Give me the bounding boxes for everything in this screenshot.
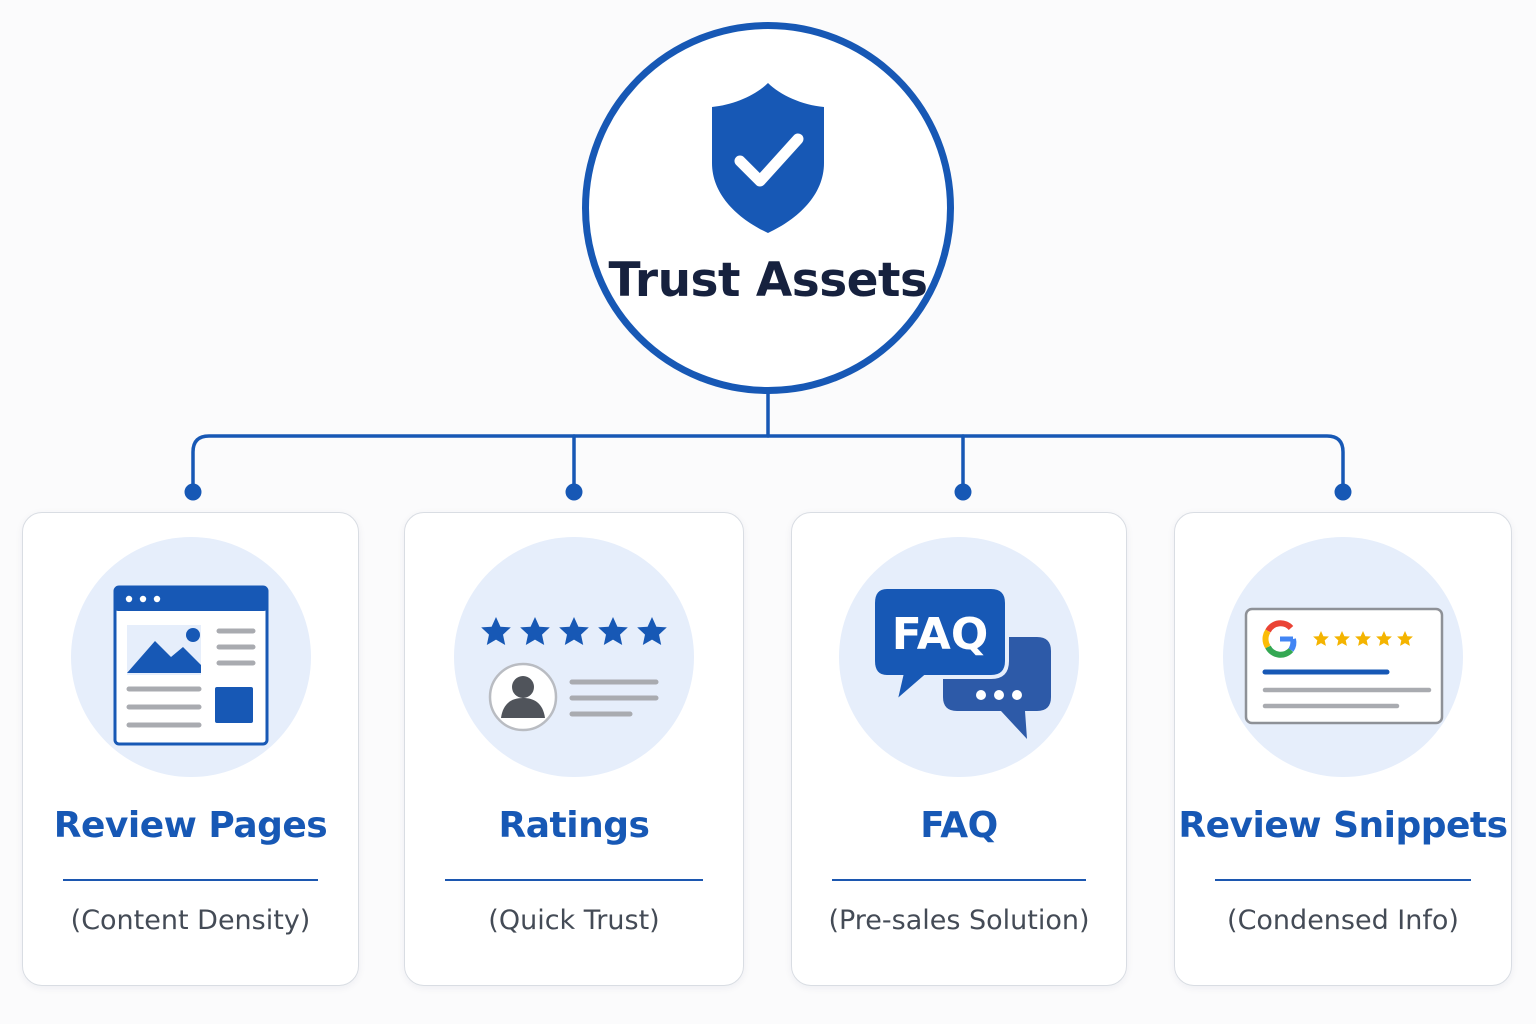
card-review-snippets: Review Snippets (Condensed Info) xyxy=(1174,512,1512,986)
google-review-snippet-icon xyxy=(1244,607,1444,725)
icon-background xyxy=(1223,537,1463,777)
connector-bus xyxy=(191,434,1345,492)
card-subtitle: (Pre-sales Solution) xyxy=(828,905,1090,936)
shield-check-icon xyxy=(712,83,824,233)
card-title: Review Pages xyxy=(53,805,328,846)
card-divider xyxy=(445,879,703,881)
card-review-pages: Review Pages (Content Density) xyxy=(22,512,359,986)
card-faq: FAQ FAQ (Pre-sales Solution) xyxy=(791,512,1127,986)
card-divider xyxy=(1215,879,1471,881)
five-star-rating-icon xyxy=(481,617,667,732)
card-subtitle: (Condensed Info) xyxy=(1227,905,1459,936)
card-subtitle: (Quick Trust) xyxy=(488,905,660,936)
connector-dot-review-pages xyxy=(184,483,202,501)
card-divider xyxy=(832,879,1086,881)
connector-dot-faq xyxy=(954,483,972,501)
card-title: Review Snippets xyxy=(1178,805,1508,846)
google-g-icon xyxy=(1262,620,1297,658)
card-title: Ratings xyxy=(498,805,650,846)
icon-background: FAQ xyxy=(839,537,1079,777)
faq-chat-bubbles-icon: FAQ xyxy=(871,585,1051,739)
card-subtitle: (Content Density) xyxy=(70,905,311,936)
root-node: Trust Assets xyxy=(582,22,954,394)
icon-background xyxy=(454,537,694,777)
icon-background xyxy=(70,537,311,777)
star-row xyxy=(481,617,667,645)
connector-dot-review-snippets xyxy=(1334,483,1352,501)
root-title: Trust Assets xyxy=(608,253,928,308)
webpage-layout-icon xyxy=(113,585,268,746)
connector-dot-ratings xyxy=(565,483,583,501)
card-title: FAQ xyxy=(920,805,998,846)
card-ratings: Ratings (Quick Trust) xyxy=(404,512,744,986)
card-divider xyxy=(63,879,318,881)
faq-icon-label: FAQ xyxy=(892,609,988,660)
